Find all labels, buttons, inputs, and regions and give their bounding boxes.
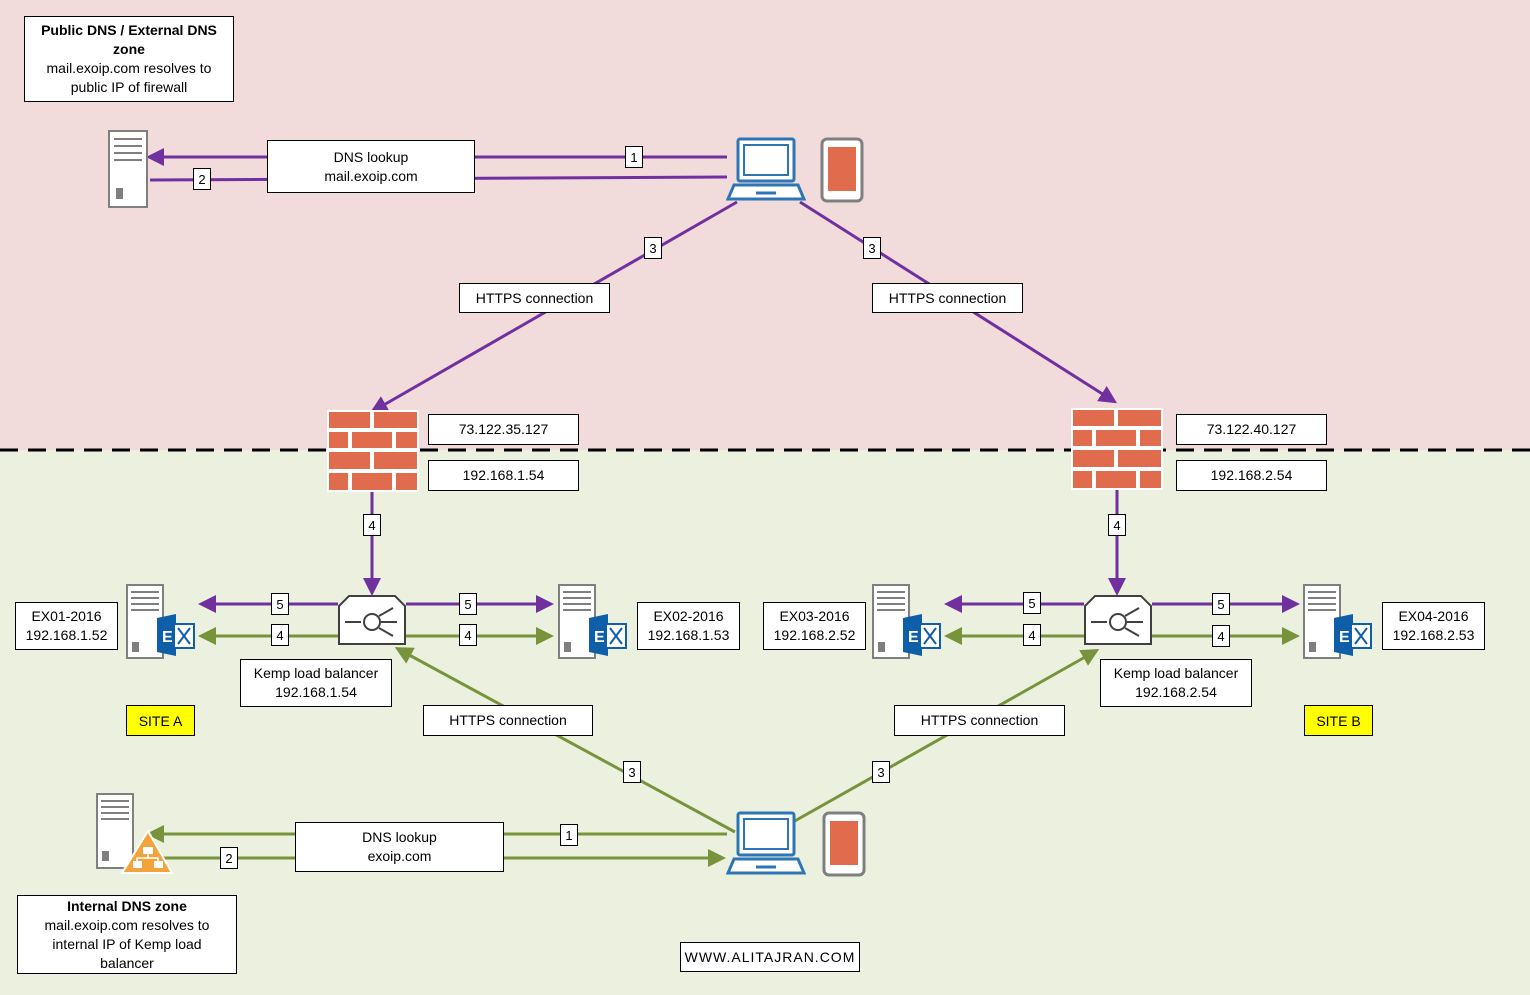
https-label-external-b: HTTPS connection bbox=[872, 283, 1023, 313]
dns-lookup-internal-host: exoip.com bbox=[367, 848, 432, 864]
laptop-icon bbox=[726, 811, 806, 875]
load-balancer-icon bbox=[1084, 595, 1152, 645]
firewall-b-internal-ip: 192.168.2.54 bbox=[1176, 460, 1327, 491]
https-line-internal-b bbox=[792, 649, 1100, 824]
dns-lookup-internal-label: DNS lookup bbox=[362, 829, 437, 845]
dns-lookup-label: DNS lookup bbox=[333, 148, 409, 165]
svg-text:E: E bbox=[162, 629, 173, 646]
internal-dns-title: Internal DNS zone bbox=[67, 897, 187, 914]
exchange-server-icon: E bbox=[558, 584, 627, 659]
ex04-ip: 192.168.2.53 bbox=[1392, 627, 1475, 643]
step-5-ex04: 5 bbox=[1212, 593, 1230, 615]
step-5-ex03: 5 bbox=[1023, 592, 1041, 614]
https-label-internal-a: HTTPS connection bbox=[423, 705, 593, 736]
step-1-external: 1 bbox=[625, 146, 643, 168]
step-5-ex01: 5 bbox=[271, 593, 289, 615]
firewall-b-public-ip: 73.122.40.127 bbox=[1176, 414, 1327, 445]
phone-icon bbox=[820, 137, 864, 203]
step-5-ex02: 5 bbox=[459, 593, 477, 615]
kemp-a-label: Kemp load balancer 192.168.1.54 bbox=[240, 659, 392, 707]
public-dns-line1: mail.exoip.com resolves to bbox=[46, 60, 212, 76]
site-a-label: SITE A bbox=[126, 705, 195, 736]
exchange-server-icon: E bbox=[126, 584, 195, 659]
server-icon bbox=[108, 130, 148, 208]
internal-dns-line1: mail.exoip.com resolves to bbox=[44, 916, 210, 933]
step-4-ex04: 4 bbox=[1212, 625, 1230, 647]
firewall-a-internal-ip: 192.168.1.54 bbox=[428, 460, 579, 491]
kemp-a-name: Kemp load balancer bbox=[253, 665, 379, 681]
step-4-ex01: 4 bbox=[271, 624, 289, 646]
internal-dns-line3: balancer bbox=[100, 954, 154, 971]
kemp-b-name: Kemp load balancer bbox=[1113, 665, 1239, 681]
step-4-firewall-a: 4 bbox=[363, 514, 381, 536]
firewall-a-public-ip: 73.122.35.127 bbox=[428, 414, 579, 445]
public-dns-title: Public DNS / External DNS zone bbox=[41, 22, 217, 57]
https-label-internal-b: HTTPS connection bbox=[894, 705, 1065, 736]
step-3-external-b: 3 bbox=[863, 237, 881, 259]
ex03-name: EX03-2016 bbox=[779, 608, 850, 624]
exchange-server-icon: E bbox=[1303, 584, 1372, 659]
dns-lookup-host: mail.exoip.com bbox=[324, 167, 418, 184]
public-dns-line2: public IP of firewall bbox=[70, 79, 188, 95]
ex03-label: EX03-2016 192.168.2.52 bbox=[763, 602, 866, 650]
step-4-ex02: 4 bbox=[459, 624, 477, 646]
firewall-icon bbox=[1071, 408, 1163, 490]
dns-lookup-internal: DNS lookup exoip.com bbox=[295, 822, 504, 872]
step-1-internal: 1 bbox=[560, 824, 578, 846]
step-4-firewall-b: 4 bbox=[1108, 514, 1126, 536]
laptop-icon bbox=[726, 137, 806, 201]
https-label-external-a: HTTPS connection bbox=[459, 283, 610, 313]
svg-text:E: E bbox=[594, 629, 605, 646]
site-b-label: SITE B bbox=[1304, 705, 1373, 736]
ex01-name: EX01-2016 bbox=[31, 608, 102, 624]
kemp-a-ip: 192.168.1.54 bbox=[275, 684, 357, 700]
public-dns-note: Public DNS / External DNS zone mail.exoi… bbox=[24, 16, 234, 102]
internal-dns-note: Internal DNS zone mail.exoip.com resolve… bbox=[17, 895, 237, 974]
dns-server-icon bbox=[96, 793, 174, 874]
ex03-ip: 192.168.2.52 bbox=[773, 627, 856, 643]
ex02-ip: 192.168.1.53 bbox=[647, 627, 730, 643]
firewall-icon bbox=[327, 410, 419, 492]
internal-zone bbox=[0, 450, 1530, 995]
ex02-name: EX02-2016 bbox=[653, 608, 724, 624]
step-2-internal: 2 bbox=[220, 847, 238, 869]
ex04-label: EX04-2016 192.168.2.53 bbox=[1382, 602, 1485, 650]
watermark: WWW.ALITAJRAN.COM bbox=[680, 942, 860, 972]
kemp-b-label: Kemp load balancer 192.168.2.54 bbox=[1100, 659, 1252, 707]
exchange-server-icon: E bbox=[872, 584, 941, 659]
phone-icon bbox=[822, 811, 866, 877]
svg-text:E: E bbox=[1339, 629, 1350, 646]
dns-lookup-external: DNS lookup mail.exoip.com bbox=[267, 140, 475, 193]
ex04-name: EX04-2016 bbox=[1398, 608, 1469, 624]
step-2-external: 2 bbox=[193, 168, 211, 190]
ex01-ip: 192.168.1.52 bbox=[25, 627, 108, 643]
ex01-label: EX01-2016 192.168.1.52 bbox=[15, 602, 118, 650]
step-4-ex03: 4 bbox=[1023, 624, 1041, 646]
step-3-internal-a: 3 bbox=[623, 761, 641, 783]
internal-dns-line2: internal IP of Kemp load bbox=[52, 935, 202, 952]
svg-text:E: E bbox=[908, 629, 919, 646]
load-balancer-icon bbox=[338, 595, 406, 645]
kemp-b-ip: 192.168.2.54 bbox=[1135, 684, 1217, 700]
step-3-external-a: 3 bbox=[644, 237, 662, 259]
public-zone bbox=[0, 0, 1530, 450]
https-line-internal-a bbox=[394, 647, 736, 834]
ex02-label: EX02-2016 192.168.1.53 bbox=[637, 602, 740, 650]
step-3-internal-b: 3 bbox=[872, 761, 890, 783]
